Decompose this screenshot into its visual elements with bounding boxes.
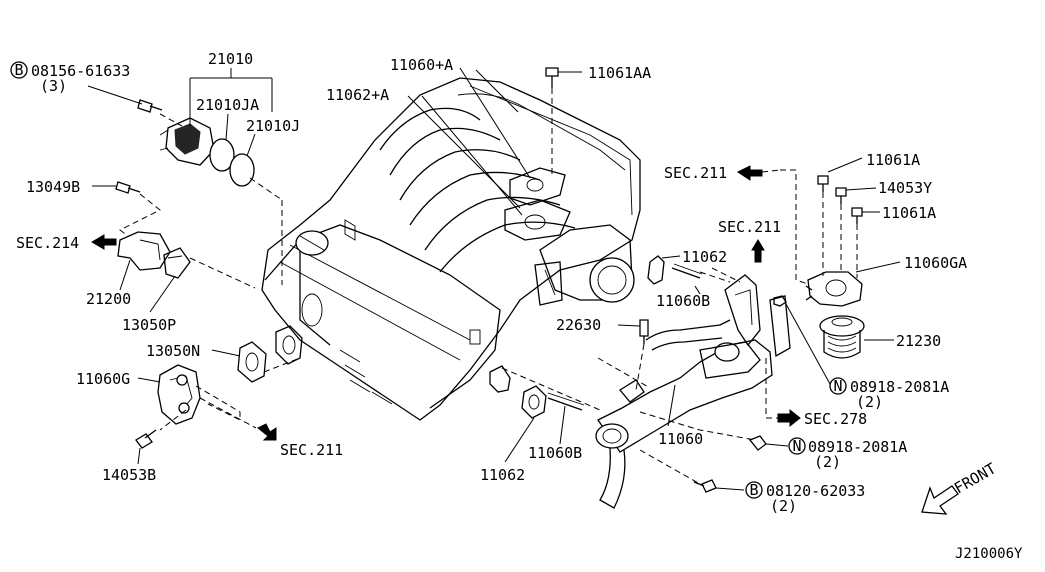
callout-11060A-11062A (407, 67, 531, 216)
label-21230: 21230 (896, 332, 941, 350)
label-21010: 21010 (208, 50, 253, 68)
bolt-08120-62033 (693, 479, 745, 493)
label-13050N: 13050N (146, 342, 200, 360)
bolt-marker-08156: B (10, 61, 28, 79)
label-11061A-1: 11061A (866, 151, 920, 169)
water-outlet-21010 (159, 113, 283, 285)
label-11060G: 11060G (76, 370, 130, 388)
label-08156-61633-qty: (3) (40, 77, 67, 95)
intake-manifold (261, 77, 641, 421)
label-sec211-bottom: SEC.211 (280, 441, 343, 459)
label-sec211-mid: SEC.211 (718, 218, 781, 236)
label-13049B: 13049B (26, 178, 80, 196)
bolt-14053B (135, 429, 157, 465)
label-13050P: 13050P (122, 316, 176, 334)
nut-marker-08918-1: N (829, 377, 847, 395)
gasket-13050N (211, 325, 303, 383)
nut-right-upper (773, 295, 831, 385)
label-21010JA: 21010JA (196, 96, 259, 114)
right-arrow-icon (777, 408, 801, 428)
callout-21010 (189, 68, 273, 157)
label-sec278: SEC.278 (804, 410, 867, 428)
left-arrow-icon (91, 234, 117, 250)
thermostat-housing-11060GA (805, 261, 901, 307)
label-front: FRONT (951, 459, 999, 497)
sensor-22630 (617, 319, 649, 391)
label-11061AA: 11061AA (588, 64, 651, 82)
label-sec211-right: SEC.211 (664, 164, 727, 182)
label-11062A: 11062+A (326, 86, 389, 104)
assembly-lines-center (597, 267, 792, 485)
gasket-11062-top (647, 255, 731, 295)
label-11060B-bottom: 11060B (528, 444, 582, 462)
gasket-11062-bottom (489, 365, 601, 463)
nut-bottom (748, 435, 789, 451)
bolt-08156-61633 (87, 85, 163, 113)
left-arrow-icon (737, 165, 781, 181)
label-08918-2081A-1: 08918-2081A (850, 378, 949, 396)
label-11060A: 11060+A (390, 56, 453, 74)
label-11060GA: 11060GA (904, 254, 967, 272)
marker-b-text: B (749, 481, 758, 499)
label-08120-62033-qty: (2) (770, 497, 797, 515)
label-11060B-top: 11060B (656, 292, 710, 310)
thermostat-21230 (819, 315, 894, 359)
front-direction-arrow-icon (921, 485, 959, 515)
label-21200: 21200 (86, 290, 131, 308)
marker-n-text: N (833, 377, 842, 395)
water-inlet-21200 (117, 231, 256, 313)
label-11060: 11060 (658, 430, 703, 448)
label-08918-2081A-2: 08918-2081A (808, 438, 907, 456)
water-pipe-11060 (595, 274, 791, 509)
label-08918-2081A-2-qty: (2) (814, 453, 841, 471)
label-08120-62033: 08120-62033 (766, 482, 865, 500)
label-sec214: SEC.214 (16, 234, 79, 252)
diagram-id: J210006Y (955, 546, 1023, 562)
label-14053Y: 14053Y (878, 179, 932, 197)
label-22630: 22630 (556, 316, 601, 334)
label-08918-2081A-1-qty: (2) (856, 393, 883, 411)
bolts-right (780, 157, 880, 285)
label-14053B: 14053B (102, 466, 156, 484)
marker-n-text: N (792, 437, 801, 455)
label-11062-bottom: 11062 (480, 466, 525, 484)
bolt-11061AA (545, 67, 582, 178)
label-08156-61633: 08156-61633 (31, 62, 130, 80)
bolt-13049B (92, 181, 161, 237)
up-arrow-icon (751, 239, 765, 263)
label-11062-top: 11062 (682, 248, 727, 266)
label-11061A-2: 11061A (882, 204, 936, 222)
label-21010J: 21010J (246, 117, 300, 135)
nut-marker-08918-2: N (788, 437, 806, 455)
bolt-marker-08120: B (745, 481, 763, 499)
right-down-arrow-icon (257, 423, 277, 441)
marker-b-text: B (14, 61, 23, 79)
water-outlet-11060G (137, 364, 257, 431)
